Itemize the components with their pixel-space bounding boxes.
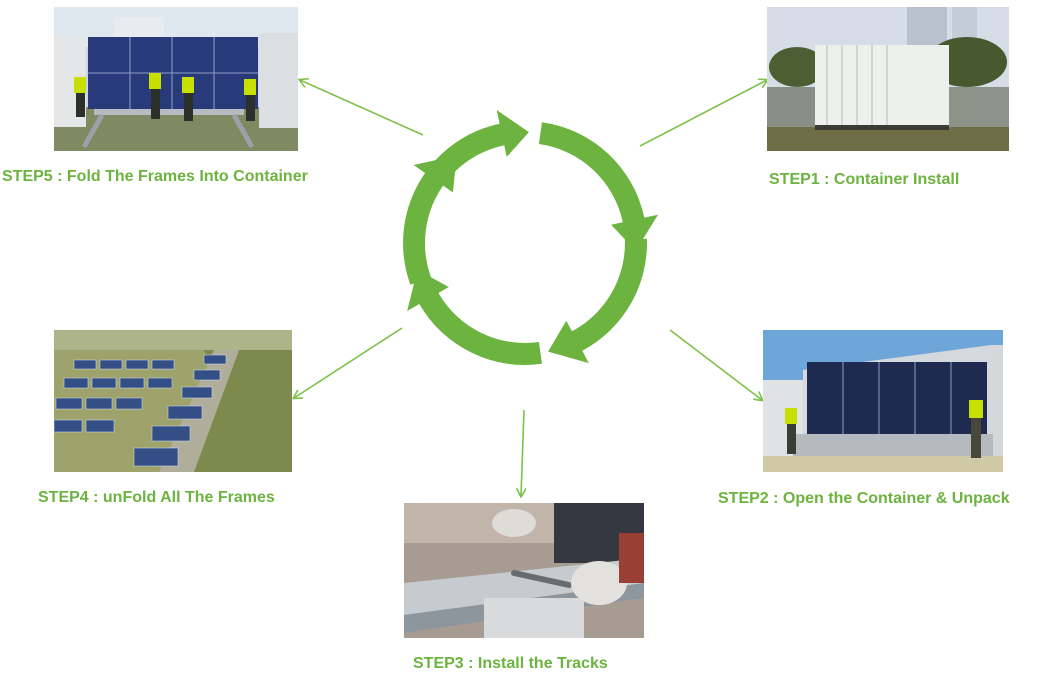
- step4-photo: [54, 330, 292, 472]
- cycle-arrows: [403, 110, 658, 365]
- connector-step2: [669, 329, 762, 400]
- cycle-arrow-3: [407, 269, 542, 365]
- connector-step3: [521, 409, 524, 496]
- step1-label: STEP1 : Container Install: [769, 171, 960, 188]
- step5-photo: [54, 7, 298, 151]
- step3-photo: [404, 503, 644, 638]
- cycle-arrow-2: [548, 238, 647, 364]
- connector-lines: [294, 80, 767, 496]
- step4-label: STEP4 : unFold All The Frames: [38, 489, 275, 506]
- step1-photo: [767, 7, 1009, 151]
- step5-label: STEP5 : Fold The Frames Into Container: [2, 168, 308, 185]
- step3-label: STEP3 : Install the Tracks: [413, 655, 608, 672]
- connector-step1: [639, 80, 767, 147]
- step2-photo: [763, 330, 1003, 472]
- step2-label: STEP2 : Open the Container & Unpack: [718, 490, 1010, 507]
- cycle-arrow-5: [434, 110, 529, 177]
- cycle-arrow-1: [538, 122, 658, 251]
- connector-step5: [300, 80, 424, 136]
- connector-step4: [294, 327, 403, 398]
- cycle-arrow-4: [403, 155, 457, 285]
